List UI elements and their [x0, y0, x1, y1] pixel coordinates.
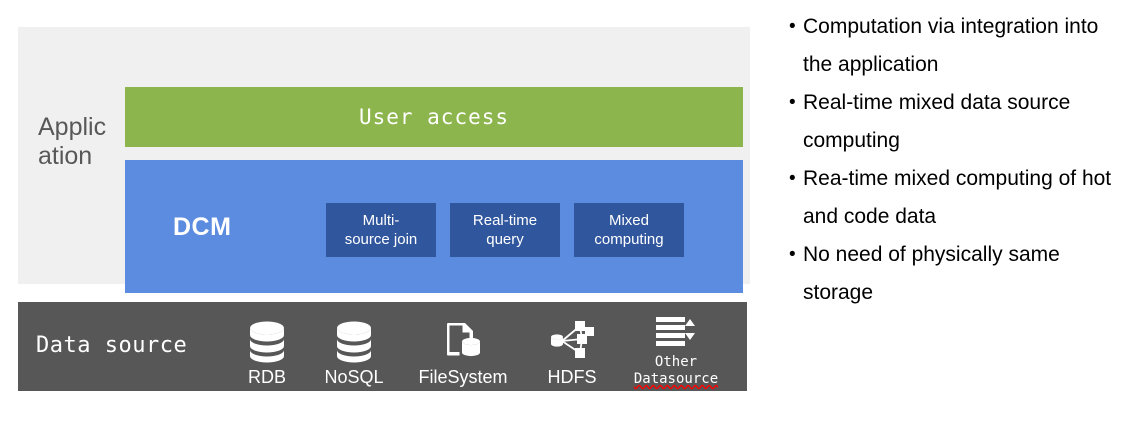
bullet-text-4: No need of physically same storage — [803, 243, 1060, 304]
dcm-label: DCM — [173, 213, 232, 241]
data-source-label-filesystem: FileSystem — [418, 367, 508, 387]
bullet-marker-icon: • — [789, 92, 796, 113]
data-source-item-nosql: NoSQL — [308, 319, 400, 388]
list-item: • Rea-time mixed computing of hot and co… — [770, 160, 1129, 236]
data-source-label-other-line1: Other — [654, 354, 698, 370]
data-source-item-hdfs: HDFS — [526, 319, 618, 388]
feature-box-mixed-computing: Mixed computing — [574, 203, 684, 257]
data-source-label-hdfs: HDFS — [547, 367, 597, 387]
data-source-label-other-line2: Datasource — [633, 371, 719, 387]
application-layer-label: Applic ation — [38, 113, 107, 170]
hdfs-cluster-icon — [548, 319, 596, 363]
data-source-item-rdb: RDB — [226, 319, 308, 388]
data-source-items: RDB NoSQL — [226, 308, 734, 388]
architecture-diagram: Applic ation User access DCM Multi- sour… — [18, 27, 750, 391]
data-source-bar: Data source RDB — [18, 302, 747, 391]
database-icon — [333, 319, 375, 363]
list-item: • Real-time mixed data source computing — [770, 84, 1129, 160]
database-icon — [246, 319, 288, 363]
user-access-bar: User access — [125, 87, 743, 147]
data-source-title: Data source — [36, 333, 188, 358]
data-source-label-rdb: RDB — [247, 367, 286, 387]
feature-box-multi-source-join: Multi- source join — [326, 203, 436, 257]
benefits-bullet-list: • Computation via integration into the a… — [770, 0, 1129, 431]
data-source-item-other: Other Datasource — [618, 308, 734, 388]
list-item: • No need of physically same storage — [770, 236, 1129, 312]
application-panel: Applic ation User access DCM Multi- sour… — [18, 27, 750, 293]
dcm-bar: DCM Multi- source join Real-time query M… — [125, 160, 743, 293]
user-access-label: User access — [358, 105, 510, 129]
feature-box-real-time-query: Real-time query — [450, 203, 560, 257]
bullet-marker-icon: • — [789, 168, 796, 189]
dcm-feature-boxes: Multi- source join Real-time query Mixed… — [326, 203, 684, 257]
data-source-label-nosql: NoSQL — [324, 367, 384, 387]
file-system-icon — [441, 319, 485, 363]
bullet-text-2: Real-time mixed data source computing — [803, 91, 1071, 152]
bullet-text-3: Rea-time mixed computing of hot and code… — [803, 167, 1112, 228]
bullet-marker-icon: • — [789, 244, 796, 265]
data-source-item-filesystem: FileSystem — [400, 319, 526, 388]
list-item: • Computation via integration into the a… — [770, 8, 1129, 84]
bullet-marker-icon: • — [789, 16, 796, 37]
other-datasource-list-icon — [652, 308, 700, 352]
bullet-text-1: Computation via integration into the app… — [803, 15, 1099, 76]
